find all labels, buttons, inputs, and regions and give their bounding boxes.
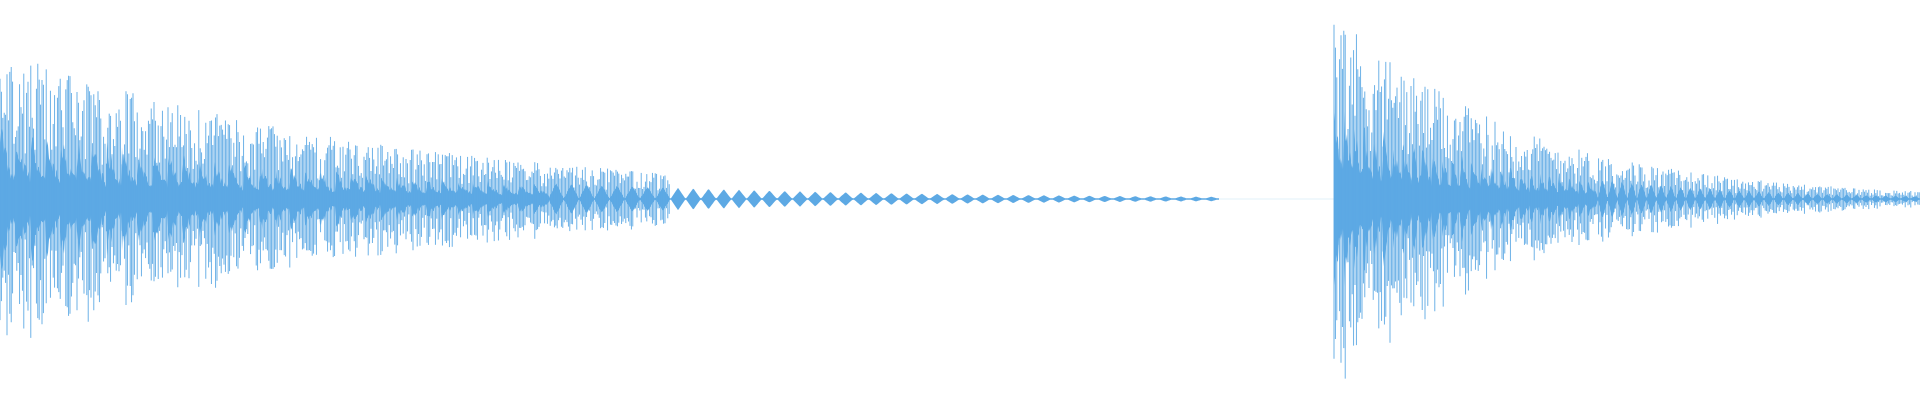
waveform-body [0, 128, 1219, 270]
waveform-clip-2[interactable] [1333, 24, 1920, 379]
waveform-clip-1[interactable] [0, 63, 1219, 338]
